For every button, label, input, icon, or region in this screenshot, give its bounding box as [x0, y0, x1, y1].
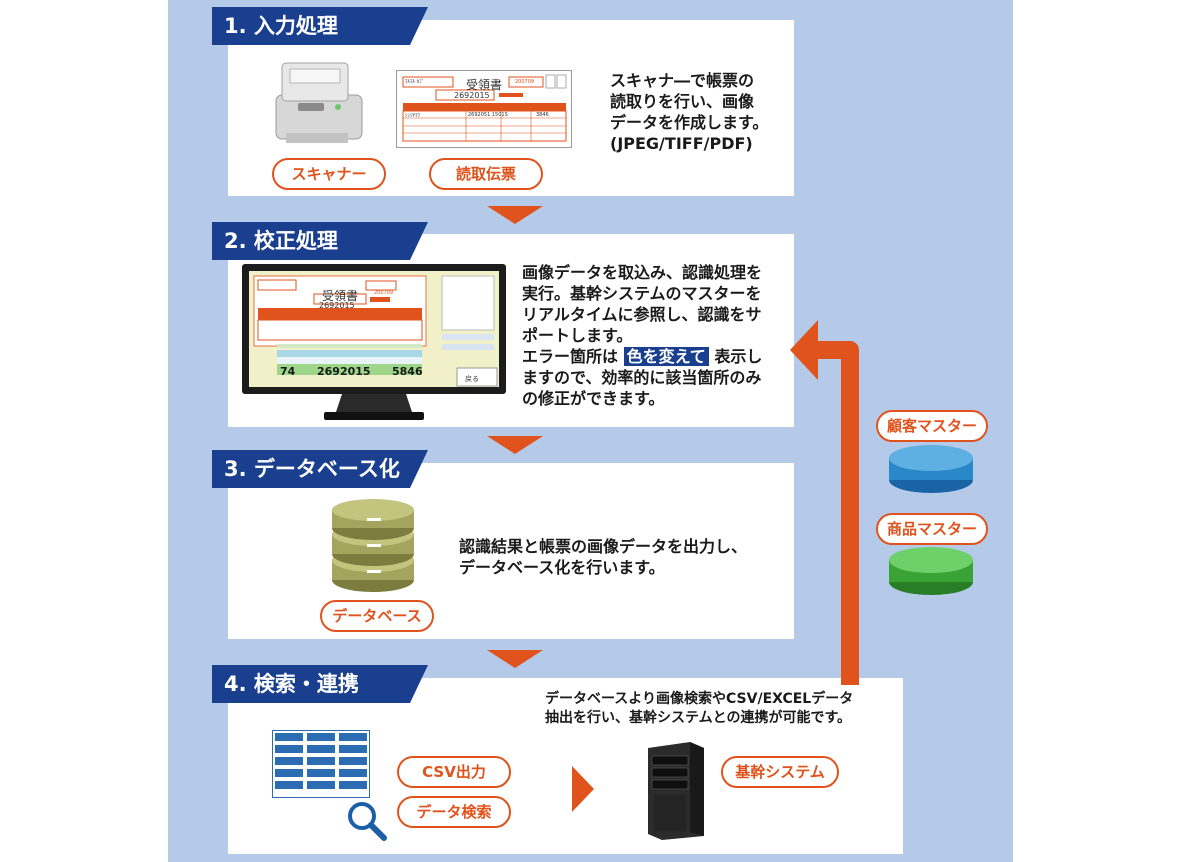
server-icon [648, 742, 704, 840]
screen-value-1: 74 [280, 365, 296, 378]
customer-master-pill: 顧客マスター [876, 410, 988, 442]
down-arrow-2 [487, 436, 543, 454]
screen-value-2: 2692015 [317, 365, 371, 378]
slip-row-code: 2692051 1501S [468, 112, 508, 118]
step4-description: データベースより画像検索やCSV/EXCELデータ 抽出を行い、基幹システムとの… [545, 691, 854, 726]
monitor-screen-image [242, 264, 506, 420]
database-pill: データベース [320, 600, 434, 632]
screen-number: 2692015 [319, 301, 355, 310]
down-arrow-3 [487, 650, 543, 668]
search-icon [348, 802, 387, 841]
slip-stamp: 200709 [515, 79, 535, 85]
csv-output-pill: CSV出力 [397, 756, 511, 788]
data-search-pill: データ検索 [397, 796, 511, 828]
core-system-pill: 基幹システム [721, 756, 839, 788]
screen-stamp: 200709 [374, 290, 394, 296]
slip-pill: 読取伝票 [429, 158, 543, 190]
step2-header: 2. 校正処理 [212, 222, 428, 260]
scanner-pill: スキャナー [272, 158, 386, 190]
step1-description: スキャナ―で帳票の 読取りを行い、画像 データを作成します。 (JPEG/TIF… [610, 71, 769, 153]
right-arrow-icon [572, 766, 594, 812]
slip-form-image [396, 70, 572, 148]
database-icon [332, 499, 414, 592]
slip-name: ﾏﾙﾏﾙ ｶﾌﾞ [405, 79, 425, 85]
screen-title: 受領書 [322, 289, 359, 303]
return-arrow [790, 320, 859, 685]
step3-description: 認識結果と帳票の画像データを出力し、 データベース化を行います。 [459, 537, 748, 577]
customer-master-db-icon [889, 445, 973, 493]
slip-row-name: ｼﾝｼﾔﾏﾜ [405, 113, 421, 119]
spreadsheet-icon [272, 730, 370, 798]
slip-title: 受領書 [466, 78, 503, 92]
down-arrow-1 [487, 206, 543, 224]
product-master-pill: 商品マスター [876, 513, 988, 545]
step4-header: 4. 検索・連携 [212, 665, 428, 703]
step1-header: 1. 入力処理 [212, 7, 428, 45]
highlight-color-change: 色を変えて [623, 347, 709, 366]
scanner-icon [275, 62, 363, 143]
step2-description: 画像データを取込み、認識処理を 実行。基幹システムのマスターを リアルタイムに参… [522, 263, 763, 408]
screen-value-3: 5846 [392, 365, 423, 378]
step3-header: 3. データベース化 [212, 450, 428, 488]
slip-row-qty: 3846 [536, 112, 549, 118]
product-master-db-icon [889, 547, 973, 595]
screen-back-button: 戻る [465, 375, 479, 383]
slip-number: 2692015 [454, 91, 490, 100]
